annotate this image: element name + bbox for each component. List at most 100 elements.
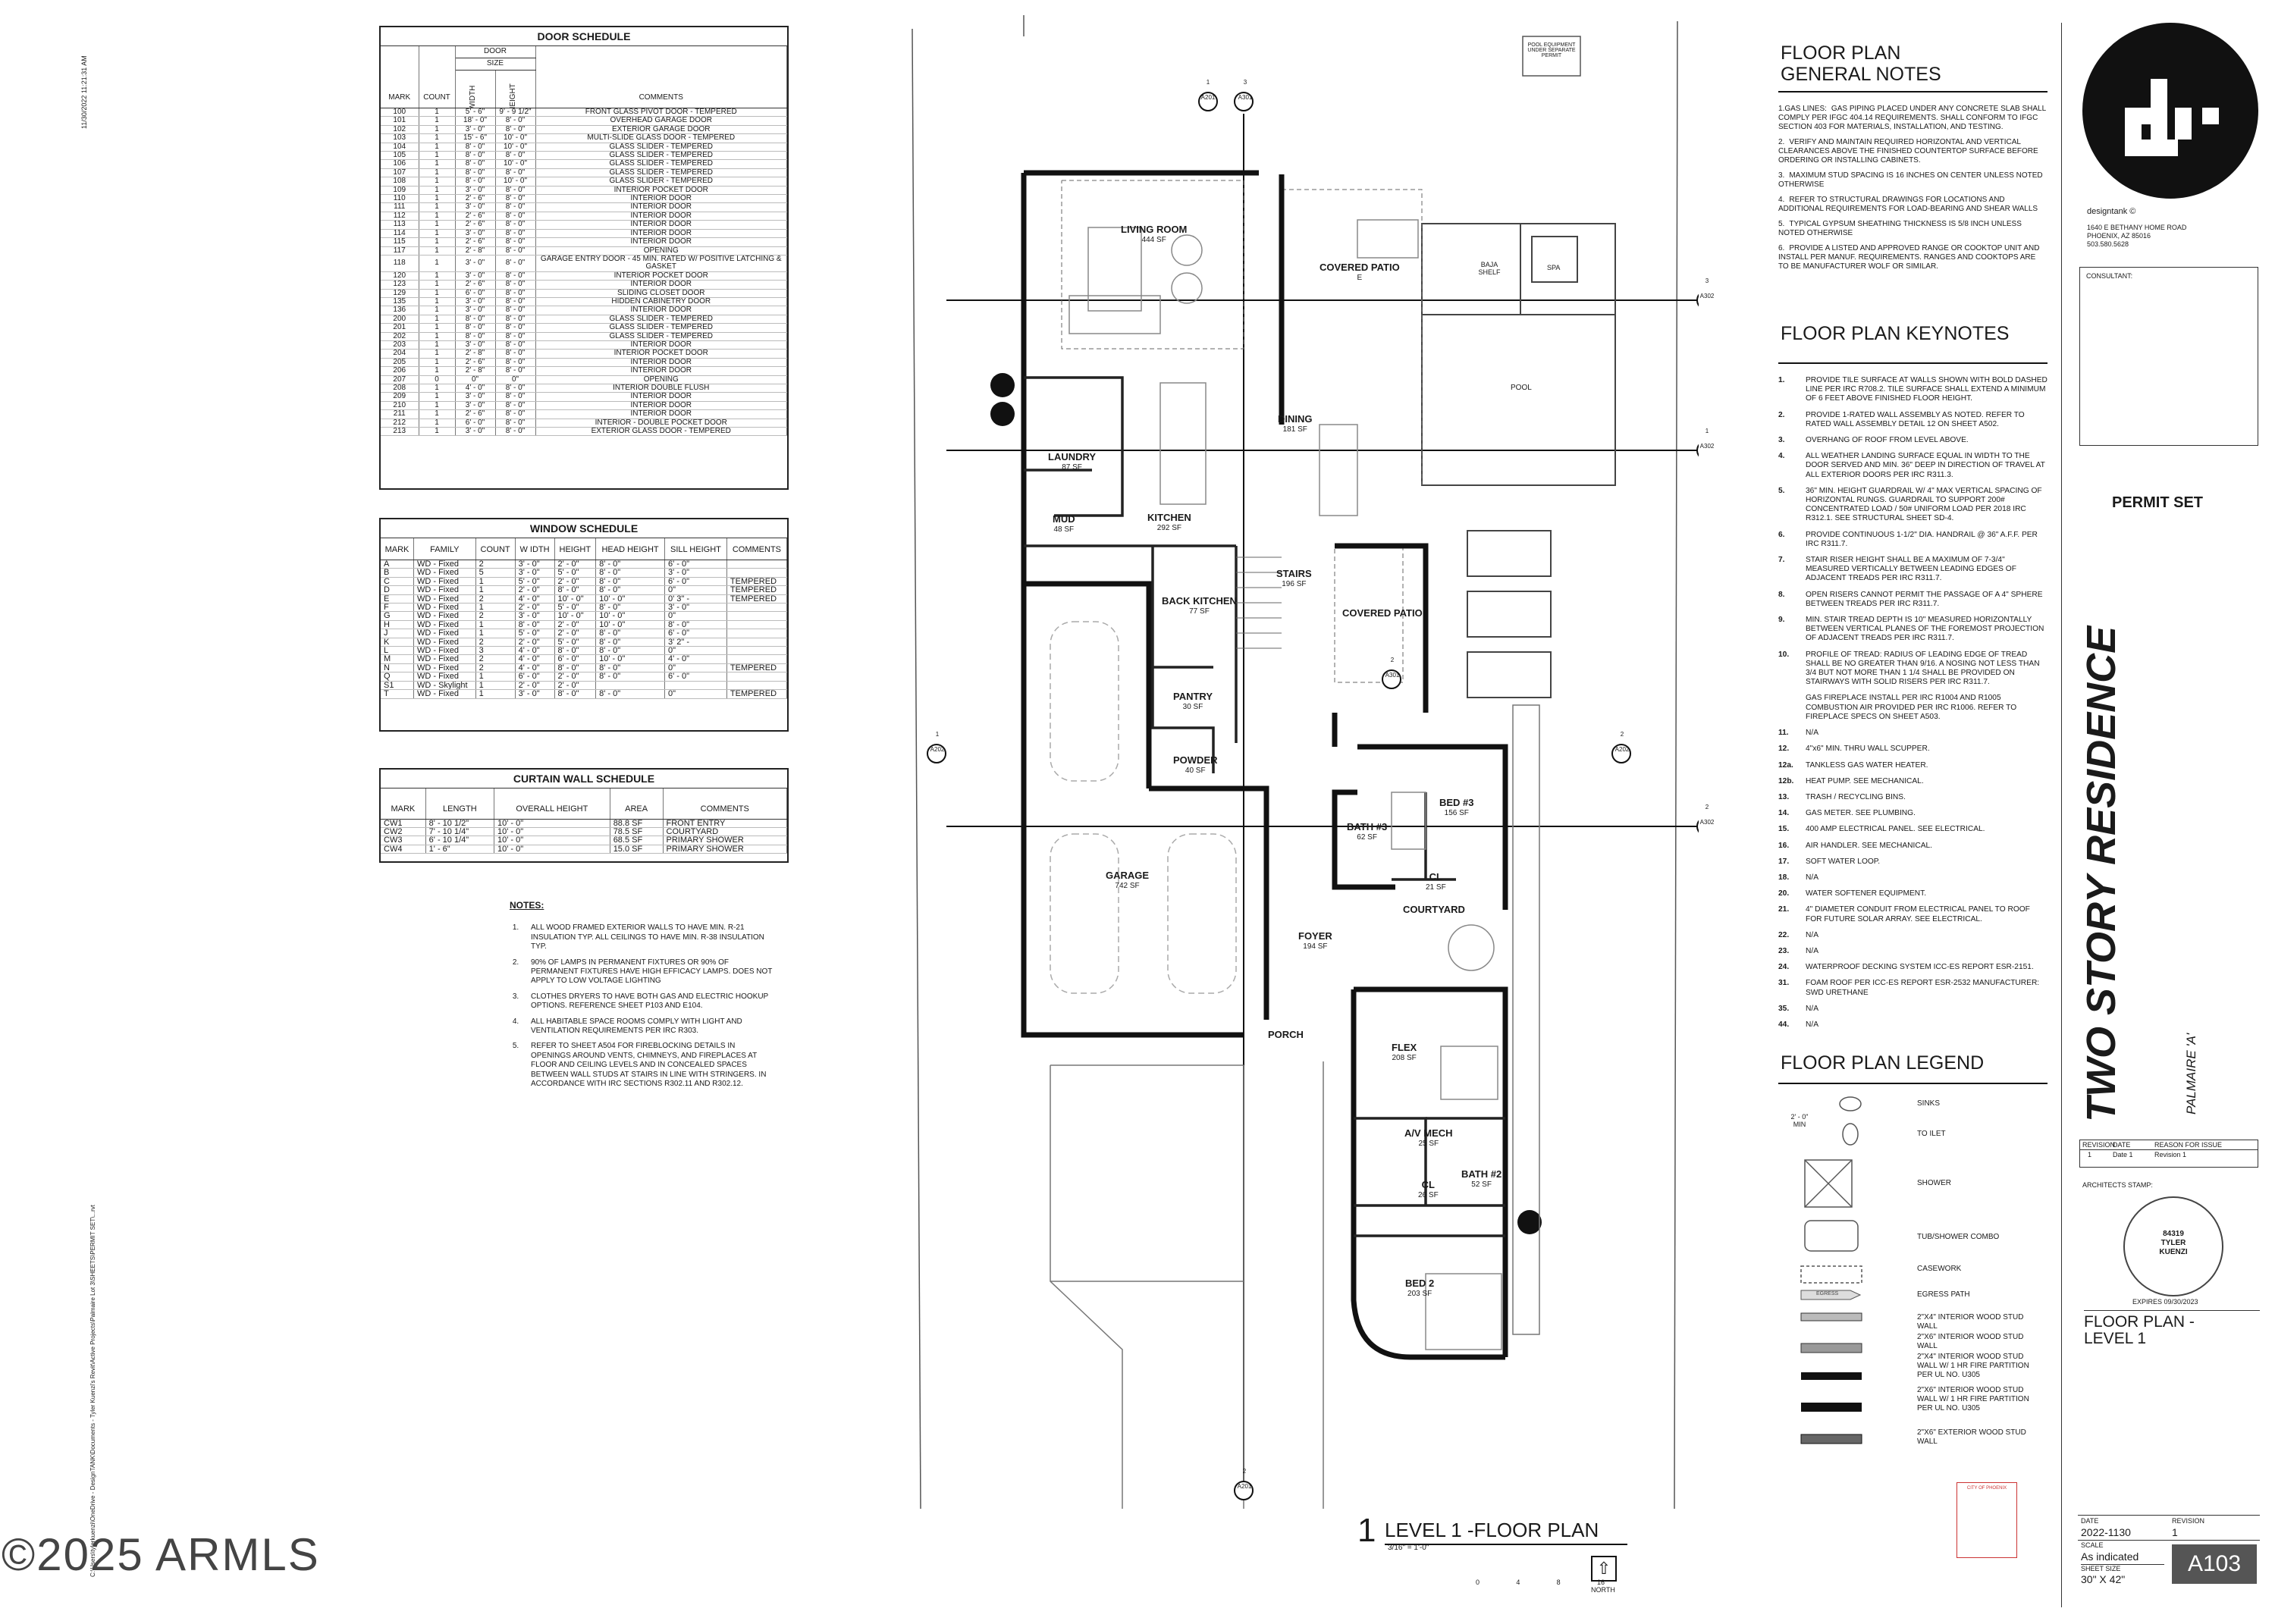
section-mark-ref: 1 [1206, 79, 1210, 86]
door-cell: GLASS SLIDER - TEMPERED [535, 143, 787, 152]
room-area: 292 SF [1156, 524, 1182, 532]
window-cell: 4' - 0" [515, 654, 555, 664]
door-cell: 1 [419, 220, 456, 230]
keynote-item: 18.N/A [1778, 873, 2048, 883]
keynote-item: 5.36" MIN. HEIGHT GUARDRAIL W/ 4" MAX VE… [1778, 487, 2048, 524]
legend-item: 2"X4" INTERIOR WOOD STUD WALL W/ 1 HR FI… [1917, 1353, 2029, 1379]
window-col: COMMENTS [726, 538, 787, 560]
door-cell: 120 [381, 271, 419, 281]
window-col: FAMILY [413, 538, 476, 560]
window-cell [726, 568, 787, 578]
door-cell: 1 [419, 271, 456, 281]
door-cell: 2' - 8" [455, 366, 496, 376]
stamp-label: ARCHITECTS STAMP: [2082, 1181, 2153, 1189]
window-cell: 2' - 0" [515, 681, 555, 691]
window-cell: 2' - 0" [515, 638, 555, 647]
door-schedule-table: MARK COUNT DOOR COMMENTS SIZE WIDTH HEIG… [381, 46, 787, 437]
consultant-label: CONSULTANT: [2086, 272, 2133, 280]
project-name: TWO STORY RESIDENCE [2079, 625, 2124, 1122]
door-cell: INTERIOR DOOR [535, 401, 787, 411]
door-cell: INTERIOR DOOR [535, 409, 787, 419]
room-area: 62 SF [1357, 833, 1377, 842]
hvac-units [990, 373, 1542, 1234]
door-cell: 2' - 6" [455, 358, 496, 368]
door-cell: INTERIOR DOOR [535, 220, 787, 230]
door-cell: 1 [419, 116, 456, 126]
door-cell: 1 [419, 289, 456, 298]
window-cell: 8' - 0" [595, 638, 666, 647]
cw-cell: 10' - 0" [494, 845, 610, 854]
door-cell: 1 [419, 202, 456, 212]
door-cell: 8' - 0" [495, 289, 536, 298]
general-note-number: 6. [1778, 244, 1785, 252]
window-cell: S1 [381, 681, 414, 691]
door-cell: 110 [381, 194, 419, 204]
door-cell: 1 [419, 177, 456, 187]
general-note: 2.VERIFY AND MAINTAIN REQUIRED HORIZONTA… [1778, 138, 2048, 165]
room-area: 194 SF [1303, 942, 1328, 951]
keynote-number: 4. [1778, 452, 1785, 461]
keynote-number: 44. [1778, 1020, 1790, 1029]
room-area: 25 SF [1418, 1140, 1439, 1148]
door-cell: 8' - 0" [495, 384, 536, 393]
room-area: 21 SF [1426, 883, 1446, 892]
door-cell: 1 [419, 229, 456, 239]
cw-cell: COURTYARD [663, 827, 787, 837]
door-cell: 201 [381, 323, 419, 333]
door-cell: 1 [419, 366, 456, 376]
window-cell: WD - Fixed [413, 603, 476, 613]
room-label: COVERED PATIO [1342, 608, 1423, 619]
keynote-text: PROVIDE 1-RATED WALL ASSEMBLY AS NOTED. … [1806, 410, 2025, 428]
window-cell: WD - Fixed [413, 638, 476, 647]
window-cell: H [381, 620, 414, 630]
window-col: MARK [381, 538, 414, 560]
window-cell: E [381, 594, 414, 604]
scale-bar-label-1: 4 [1516, 1579, 1520, 1586]
window-cell: WD - Fixed [413, 672, 476, 682]
window-cell: TEMPERED [726, 577, 787, 587]
door-cell: 205 [381, 358, 419, 368]
window-cell: TEMPERED [726, 594, 787, 604]
window-cell: 10' - 0" [554, 611, 597, 621]
general-note-number: 4. [1778, 196, 1785, 204]
window-cell [726, 654, 787, 664]
general-note-number: 3. [1778, 171, 1785, 180]
note-number: 1. [512, 923, 519, 933]
door-cell: 135 [381, 297, 419, 307]
door-cell: 1 [419, 409, 456, 419]
print-stamp: 11/30/2022 11:21:31 AM [80, 55, 88, 129]
floor-plan-drawing [912, 15, 1699, 1510]
door-cell: 6' - 0" [455, 289, 496, 298]
legend-egress-label: EGRESS [1816, 1291, 1839, 1296]
window-cell: WD - Fixed [413, 585, 476, 595]
driveway [1050, 704, 1540, 1509]
door-cell: INTERIOR DOOR [535, 340, 787, 350]
window-cell: 6' - 0" [664, 560, 727, 569]
window-cell: WD - Fixed [413, 594, 476, 604]
window-cell: 8' - 0" [595, 646, 666, 656]
door-cell: 106 [381, 159, 419, 169]
window-cell: D [381, 585, 414, 595]
keynote-item: 15.400 AMP ELECTRICAL PANEL. SEE ELECTRI… [1778, 825, 2048, 834]
door-col-width: WIDTH [455, 70, 496, 108]
door-cell: 117 [381, 246, 419, 256]
window-cell: 1 [475, 681, 516, 691]
room-name: CL [1421, 1179, 1436, 1190]
window-cell: 2' - 0" [554, 577, 597, 587]
door-cell: EXTERIOR GLASS DOOR - TEMPERED [535, 427, 787, 437]
door-cell: 2' - 8" [455, 349, 496, 359]
scale-value: As indicated [2081, 1550, 2139, 1563]
door-cell: 1 [419, 168, 456, 178]
room-name: COURTYARD [1403, 904, 1465, 915]
